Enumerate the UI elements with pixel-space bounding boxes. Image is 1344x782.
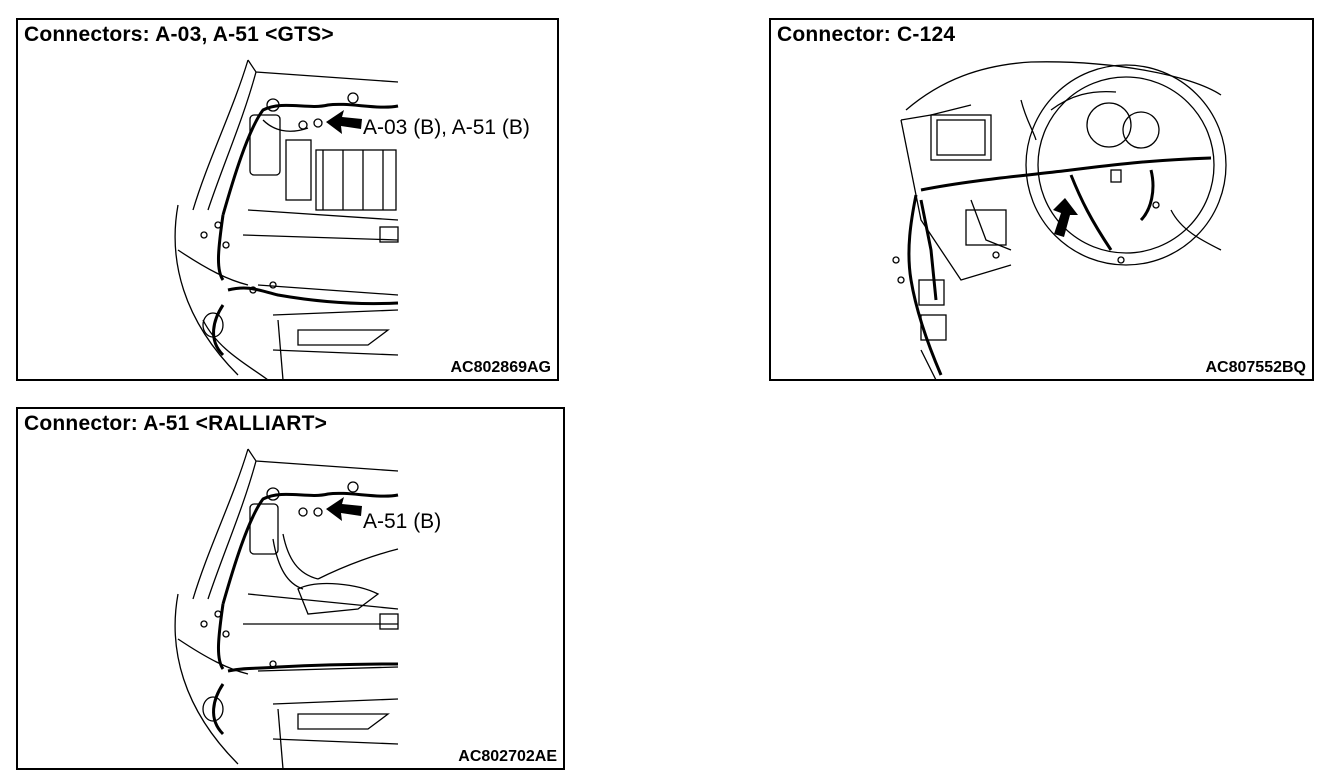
engine-bay-illustration bbox=[174, 448, 399, 768]
diagram-panel-gts: Connectors: A-03, A-51 <GTS> bbox=[16, 18, 559, 381]
diagram-panel-c124: Connector: C-124 AC807552BQ bbox=[769, 18, 1314, 381]
connector-callout: A-03 (B), A-51 (B) bbox=[363, 116, 530, 139]
panel-title: Connector: C-124 bbox=[777, 23, 956, 46]
figure-code: AC807552BQ bbox=[1205, 359, 1307, 376]
panel-title: Connector: A-51 <RALLIART> bbox=[24, 412, 328, 435]
pointer-arrow-icon bbox=[1053, 198, 1078, 237]
engine-bay-illustration bbox=[174, 59, 399, 379]
figure-code: AC802869AG bbox=[450, 359, 552, 376]
connector-callout: A-51 (B) bbox=[363, 510, 442, 533]
pointer-arrow-icon bbox=[326, 497, 362, 521]
pointer-arrow-icon bbox=[326, 110, 362, 134]
diagram-panel-ralliart: Connector: A-51 <RALLIART> bbox=[16, 407, 565, 770]
figure-code: AC802702AE bbox=[458, 748, 557, 765]
dashboard-illustration bbox=[892, 61, 1227, 379]
panel-title: Connectors: A-03, A-51 <GTS> bbox=[24, 23, 334, 46]
